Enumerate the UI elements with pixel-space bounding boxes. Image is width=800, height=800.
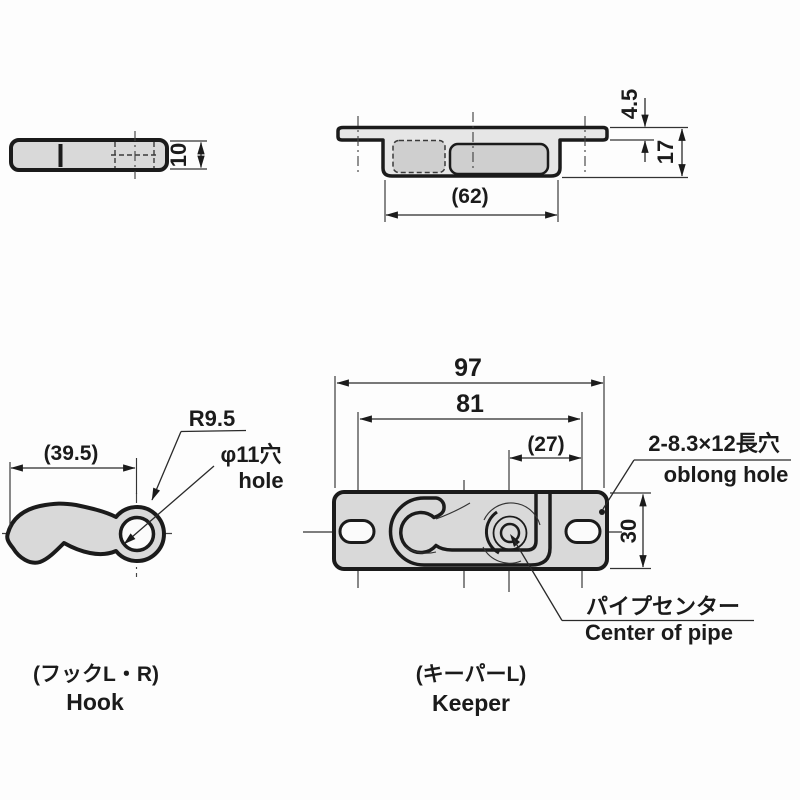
- dim-keeper-pipe-offset: (27): [527, 433, 564, 456]
- caption-keeper-en: Keeper: [432, 690, 510, 716]
- dim-keeper-body-width: (62): [451, 185, 488, 208]
- label-pipe-center-en: Center of pipe: [585, 620, 733, 645]
- leader-line-oblong: [602, 459, 635, 510]
- label-oblong-en: oblong hole: [664, 462, 789, 487]
- leader-line-pipe-center: [513, 539, 563, 621]
- dim-hook-width: (39.5): [44, 442, 99, 465]
- label-pipe-center-jp: パイプセンター: [586, 594, 740, 619]
- caption-hook-en: Hook: [66, 689, 124, 715]
- hook-side-view: 10: [9, 131, 207, 179]
- leader-underline-radius: [180, 429, 247, 433]
- hidden-inner-block: [392, 139, 446, 174]
- dim-keeper-height: 30: [616, 519, 641, 543]
- leader-dot-oblong: [599, 509, 605, 515]
- leader-line-radius: [151, 431, 182, 501]
- label-oblong-jp: 2-8.3×12長穴: [648, 431, 779, 456]
- pipe-boss-thin-arc-upper: [483, 502, 541, 526]
- label-hook-hole-jp: φ11穴: [221, 442, 282, 467]
- caption-hook-jp: (フックL・R): [33, 663, 159, 686]
- inner-slider-block: [448, 142, 550, 176]
- keeper-slot: [388, 493, 552, 567]
- hook-front-view: (39.5) R9.5 φ11穴 hole (フックL・R) Hook: [2, 406, 284, 715]
- pipe-boss-inner-circle: [499, 522, 521, 544]
- dim-keeper-flange-thickness: 4.5: [617, 89, 642, 120]
- caption-keeper-jp: (キーパーL): [416, 663, 527, 686]
- slot-detail-arc: [435, 502, 471, 520]
- keeper-section-view: (62) 4.5 17: [336, 89, 688, 222]
- slot-detail-arc: [404, 546, 437, 554]
- oblong-hole-left: [338, 519, 376, 544]
- hook-body: [5, 501, 166, 565]
- dim-keeper-overall-width: 97: [454, 354, 482, 382]
- hook-side-body: [9, 138, 169, 172]
- leader-line-hole: [123, 465, 215, 545]
- label-hook-hole-en: hole: [238, 468, 283, 493]
- dim-keeper-hole-pitch: 81: [456, 390, 484, 418]
- keeper-front-view: 97 81 (27) 30 2-8.3×12長穴 oblong hole パイプ…: [303, 354, 791, 716]
- oblong-hole-right: [564, 519, 602, 544]
- label-hook-radius: R9.5: [189, 406, 235, 431]
- pipe-boss-outer-arc: [484, 510, 500, 555]
- dim-hook-thickness: 10: [166, 143, 191, 167]
- keeper-body: [332, 490, 609, 571]
- dim-keeper-total-height: 17: [653, 140, 678, 164]
- pipe-boss-middle-circle: [492, 515, 528, 551]
- pipe-boss-thin-arc-lower: [482, 546, 522, 564]
